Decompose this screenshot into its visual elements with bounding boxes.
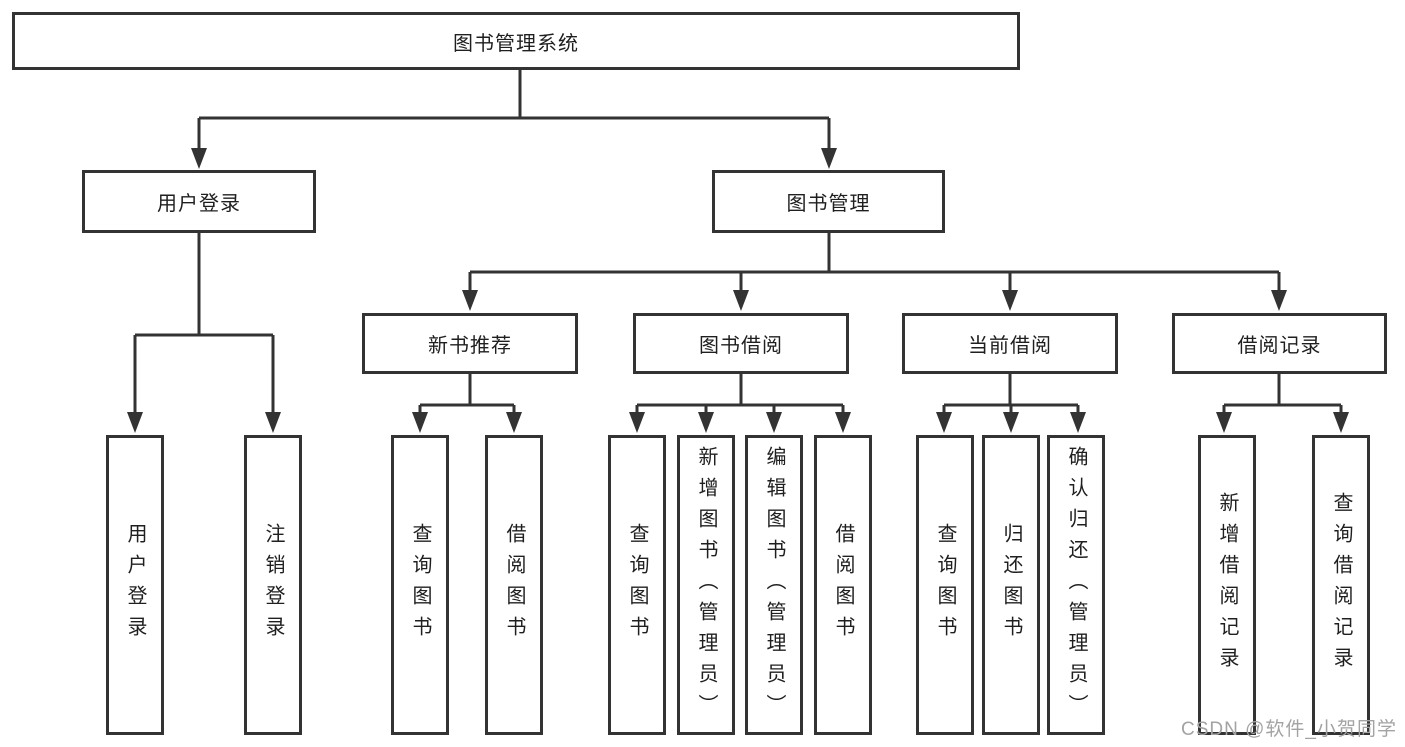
node-label: 查询借阅记录 <box>1330 492 1352 678</box>
node-label: 新增图书（管理员） <box>695 445 717 725</box>
node-label: 用户登录 <box>157 193 241 215</box>
node-user-login: 用户登录 <box>82 170 316 233</box>
node-new-book-recommend: 新书推荐 <box>362 313 578 374</box>
node-label: 编辑图书（管理员） <box>763 445 785 725</box>
node-label: 图书管理 <box>786 193 871 215</box>
leaf-add-books-admin: 新增图书（管理员） <box>677 435 735 735</box>
node-current-borrowing: 当前借阅 <box>902 313 1118 374</box>
leaf-user-login: 用户登录 <box>106 435 164 735</box>
node-label: 借阅记录 <box>1237 335 1322 357</box>
leaf-return-books: 归还图书 <box>982 435 1040 735</box>
node-label: 新增借阅记录 <box>1216 492 1238 678</box>
node-book-borrowing: 图书借阅 <box>633 313 849 374</box>
node-label: 图书管理系统 <box>453 32 579 55</box>
node-library-management-system: 图书管理系统 <box>12 12 1020 70</box>
leaf-logout: 注销登录 <box>244 435 302 735</box>
leaf-edit-books-admin: 编辑图书（管理员） <box>745 435 803 735</box>
node-label: 注销登录 <box>262 523 284 647</box>
node-label: 查询图书 <box>934 523 956 647</box>
csdn-watermark: CSDN @软件_小贺同学 <box>1181 719 1397 740</box>
node-label: 当前借阅 <box>968 335 1052 357</box>
leaf-query-books-borrowing: 查询图书 <box>608 435 666 735</box>
node-borrowing-records: 借阅记录 <box>1172 313 1387 374</box>
leaf-query-borrow-record: 查询借阅记录 <box>1312 435 1370 735</box>
node-label: 新书推荐 <box>428 335 512 357</box>
node-label: 查询图书 <box>626 523 648 647</box>
node-label: 确认归还（管理员） <box>1065 445 1087 725</box>
leaf-confirm-return-admin: 确认归还（管理员） <box>1047 435 1105 735</box>
node-label: 图书借阅 <box>699 335 783 357</box>
node-book-management: 图书管理 <box>712 170 945 233</box>
node-label: 归还图书 <box>1000 523 1022 647</box>
leaf-query-books-recommend: 查询图书 <box>391 435 449 735</box>
leaf-add-borrow-record: 新增借阅记录 <box>1198 435 1256 735</box>
leaf-borrow-books-recommend: 借阅图书 <box>485 435 543 735</box>
leaf-query-books-current: 查询图书 <box>916 435 974 735</box>
node-label: 查询图书 <box>409 523 431 647</box>
node-label: 用户登录 <box>124 523 146 647</box>
leaf-borrow-books: 借阅图书 <box>814 435 872 735</box>
node-label: 借阅图书 <box>832 523 854 647</box>
node-label: 借阅图书 <box>503 523 525 647</box>
